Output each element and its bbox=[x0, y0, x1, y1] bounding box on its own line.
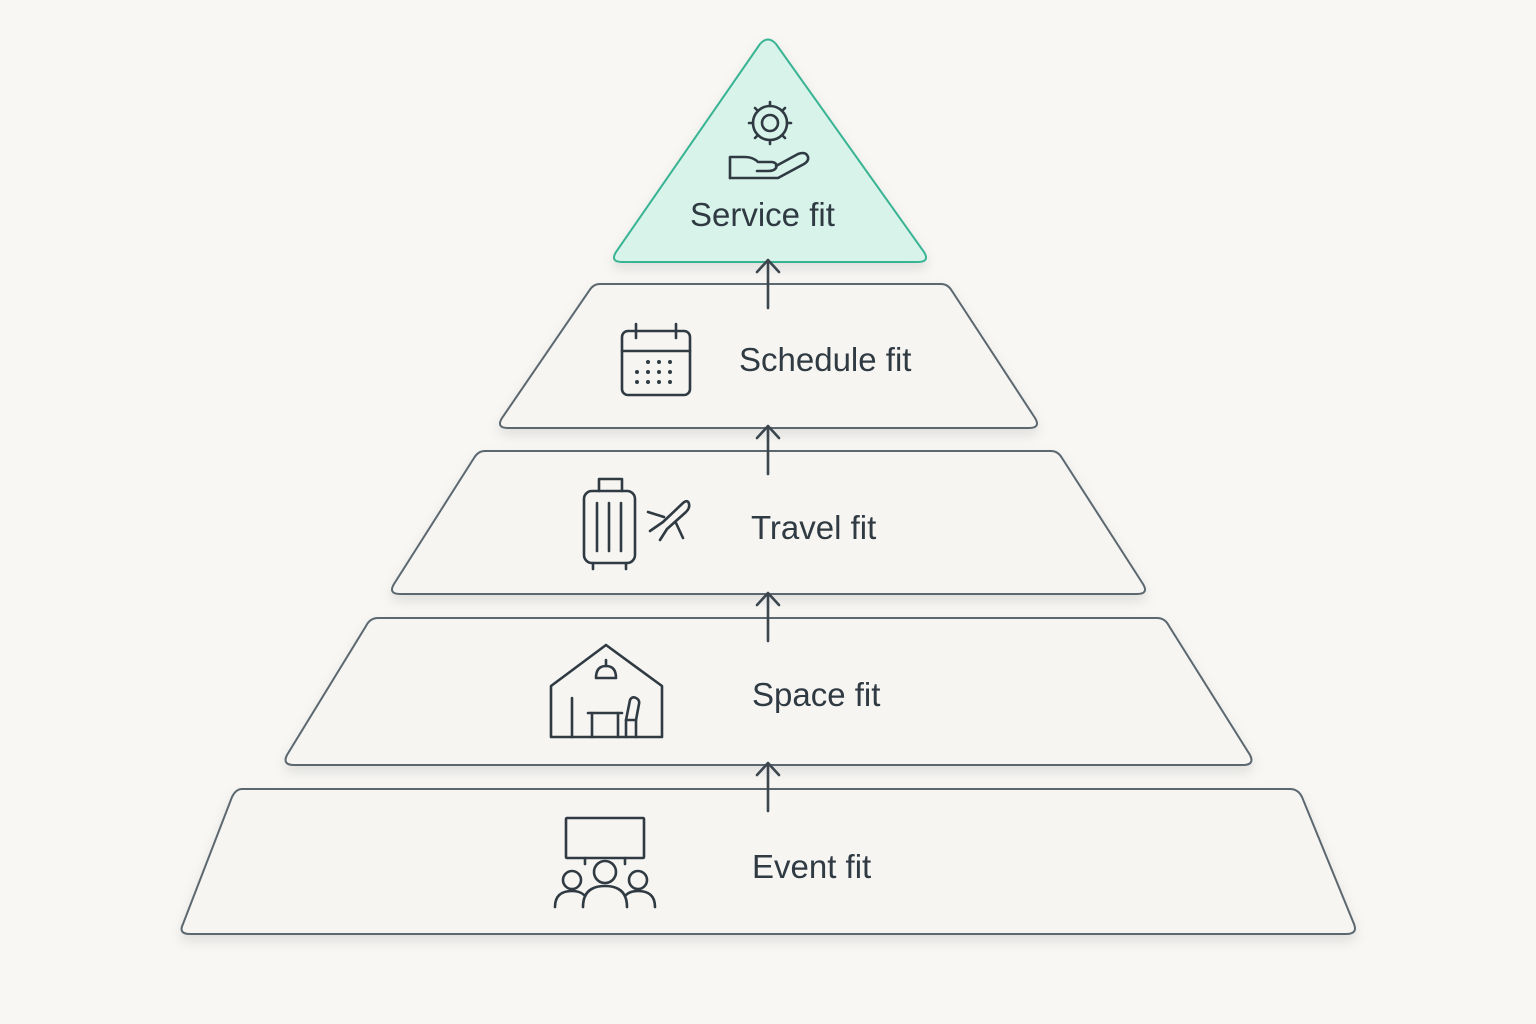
tier-shape bbox=[499, 283, 1038, 429]
connector-arrow bbox=[755, 258, 781, 310]
calendar-icon bbox=[620, 322, 692, 397]
connector-arrow bbox=[755, 424, 781, 476]
tier-shape bbox=[180, 788, 1356, 935]
tier-label: Schedule fit bbox=[739, 341, 911, 378]
tier-label: Service fit bbox=[690, 196, 835, 233]
level-event-fit: Event fit bbox=[180, 788, 1356, 935]
level-schedule-fit: Schedule fit bbox=[499, 283, 1038, 429]
tier-label: Event fit bbox=[752, 848, 871, 885]
tier-shape bbox=[391, 450, 1146, 595]
level-service-fit: Service fit bbox=[613, 38, 927, 263]
audience-screen-icon bbox=[553, 816, 657, 909]
tier-label: Space fit bbox=[752, 676, 880, 713]
apex-shape bbox=[613, 38, 927, 263]
tier-label: Travel fit bbox=[751, 509, 876, 546]
tier-shape bbox=[284, 617, 1253, 766]
connector-arrow bbox=[755, 591, 781, 643]
luggage-plane-icon bbox=[582, 477, 691, 571]
venue-room-icon bbox=[549, 643, 664, 739]
connector-arrow bbox=[755, 761, 781, 813]
level-space-fit: Space fit bbox=[284, 617, 1253, 766]
hand-gear-icon bbox=[728, 100, 810, 180]
level-travel-fit: Travel fit bbox=[391, 450, 1146, 595]
